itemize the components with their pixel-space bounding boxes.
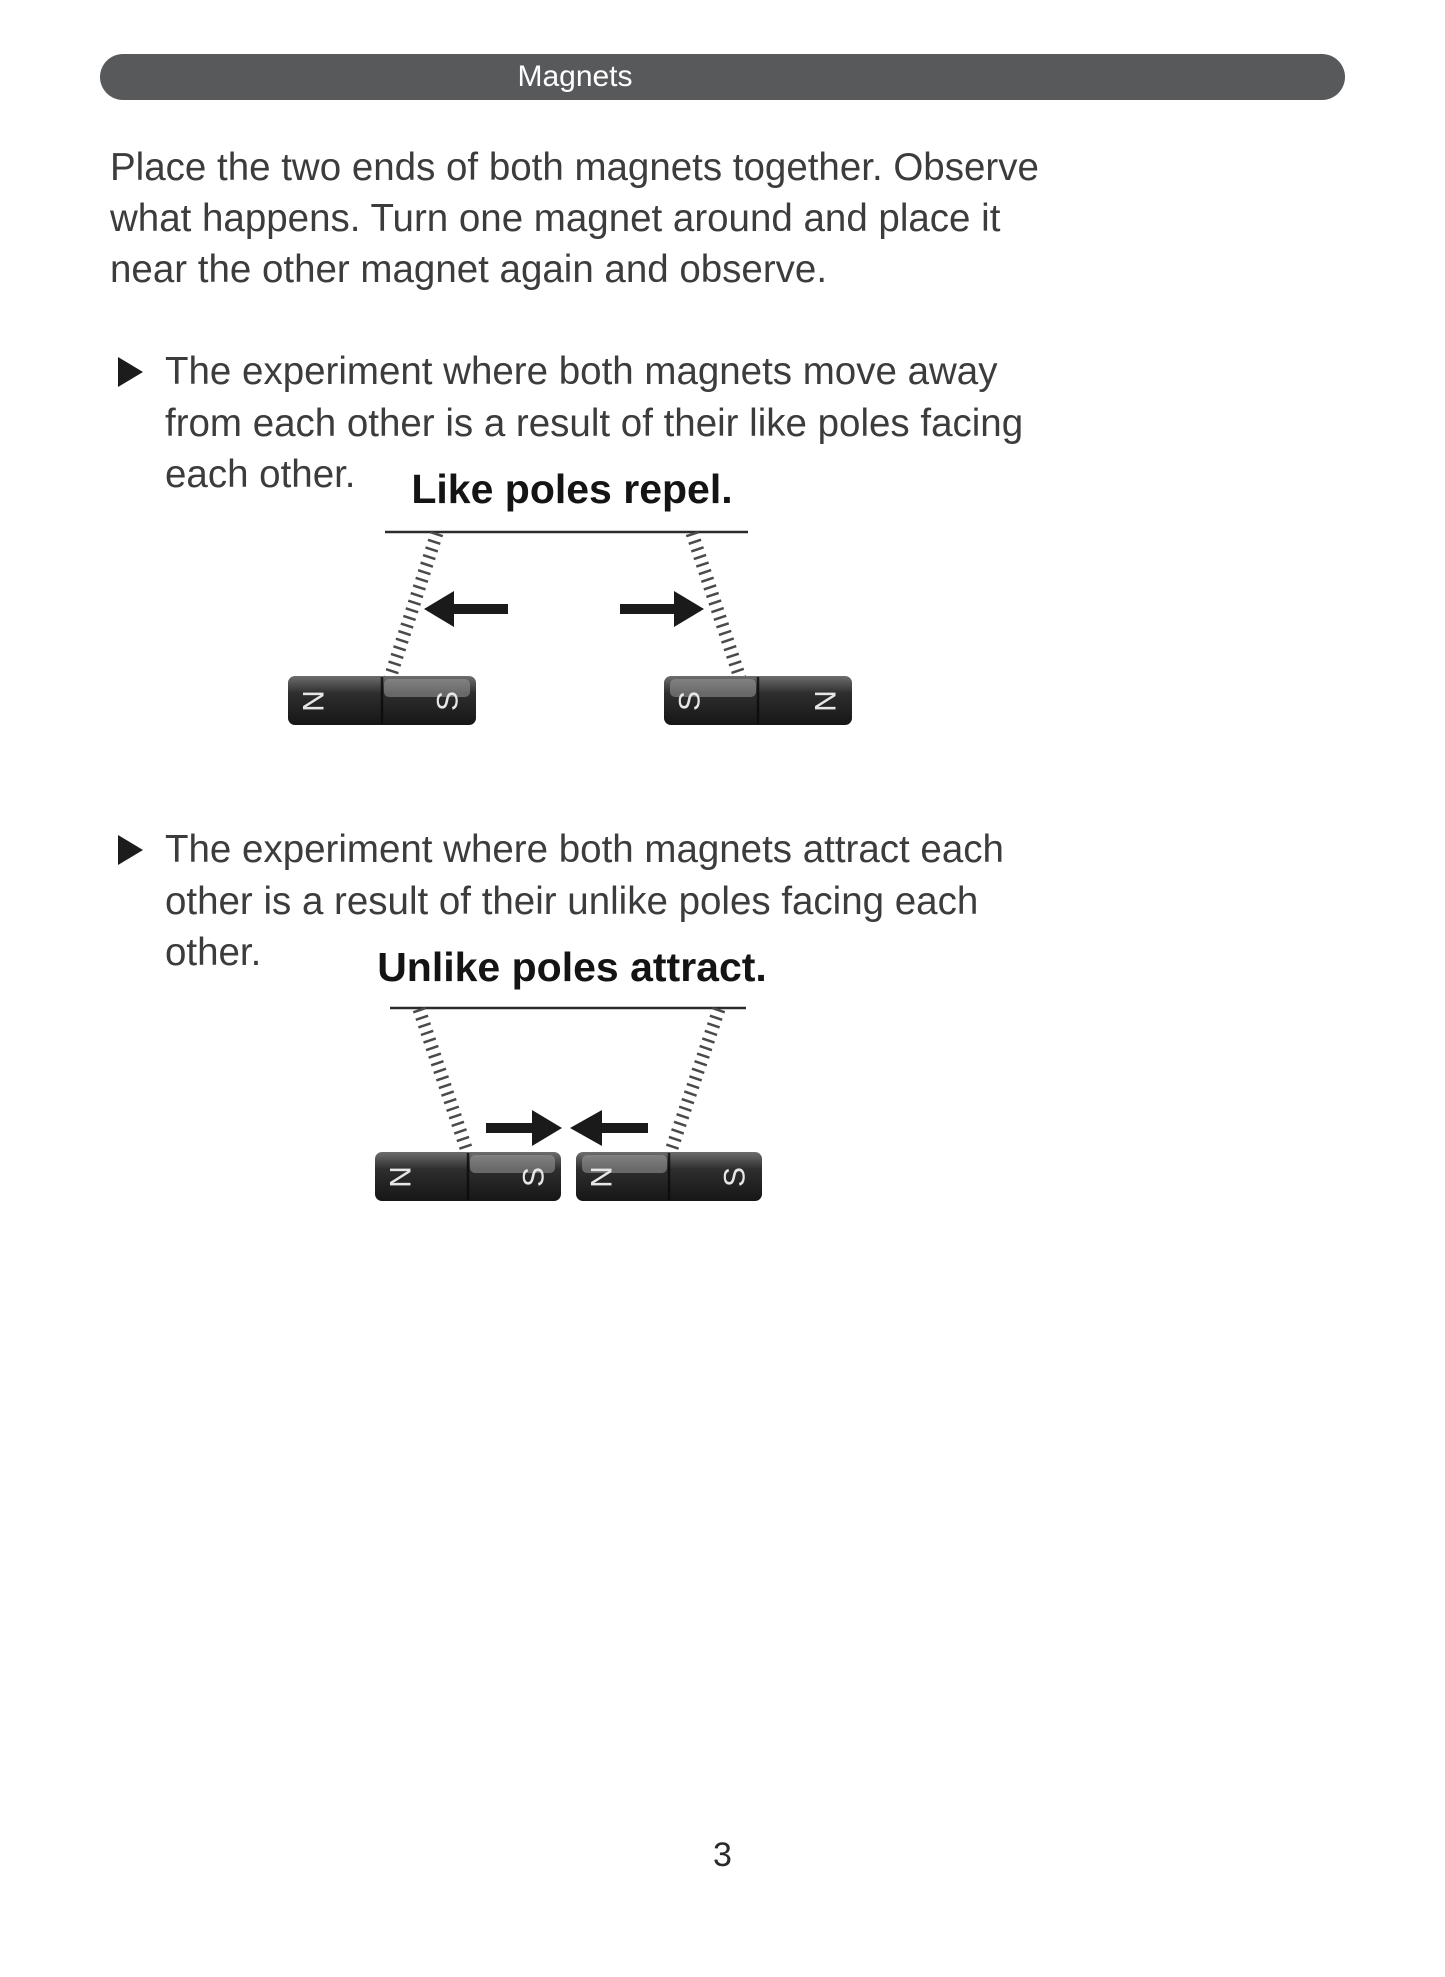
pole-label: S	[674, 691, 707, 711]
pole-label: S	[719, 1167, 752, 1187]
pole-label: N	[298, 690, 331, 712]
pole-label: S	[432, 691, 465, 711]
page-title: Magnets	[517, 60, 633, 93]
arrow-right-icon	[486, 1110, 562, 1146]
page-number: 3	[713, 1836, 732, 1874]
bullet-triangle-icon	[118, 357, 143, 387]
arrow-left-icon	[424, 591, 508, 627]
bullet-triangle-icon	[118, 835, 143, 865]
pole-label: N	[586, 1166, 619, 1188]
pole-label: N	[385, 1166, 418, 1188]
string-right	[664, 1006, 726, 1154]
pole-label: S	[518, 1167, 551, 1187]
diagram-like-poles-repel: N S S N	[288, 530, 852, 725]
bullet-item-repel: The experiment where both magnets move a…	[118, 346, 1053, 501]
magnet-left: N S	[375, 1152, 561, 1201]
string-right	[685, 530, 747, 681]
pole-label: N	[810, 690, 843, 712]
magnet-left: N S	[288, 676, 476, 725]
diagram-caption-unlike-poles: Unlike poles attract.	[377, 944, 767, 990]
diagram-unlike-poles-attract: N S N S	[375, 1006, 762, 1201]
string-left	[383, 530, 444, 681]
string-left	[412, 1006, 474, 1154]
page-header-bar: Magnets	[100, 54, 1345, 100]
intro-paragraph: Place the two ends of both magnets toget…	[110, 146, 1039, 292]
bullet-text: The experiment where both magnets attrac…	[165, 828, 1004, 975]
magnet-right: N S	[576, 1152, 762, 1201]
bullet-item-attract: The experiment where both magnets attrac…	[118, 824, 1053, 979]
diagram-caption-like-poles: Like poles repel.	[411, 466, 733, 512]
bullet-text: The experiment where both magnets move a…	[165, 350, 1024, 497]
arrow-left-icon	[570, 1110, 648, 1146]
arrow-right-icon	[620, 591, 704, 627]
magnet-right: S N	[664, 676, 852, 725]
